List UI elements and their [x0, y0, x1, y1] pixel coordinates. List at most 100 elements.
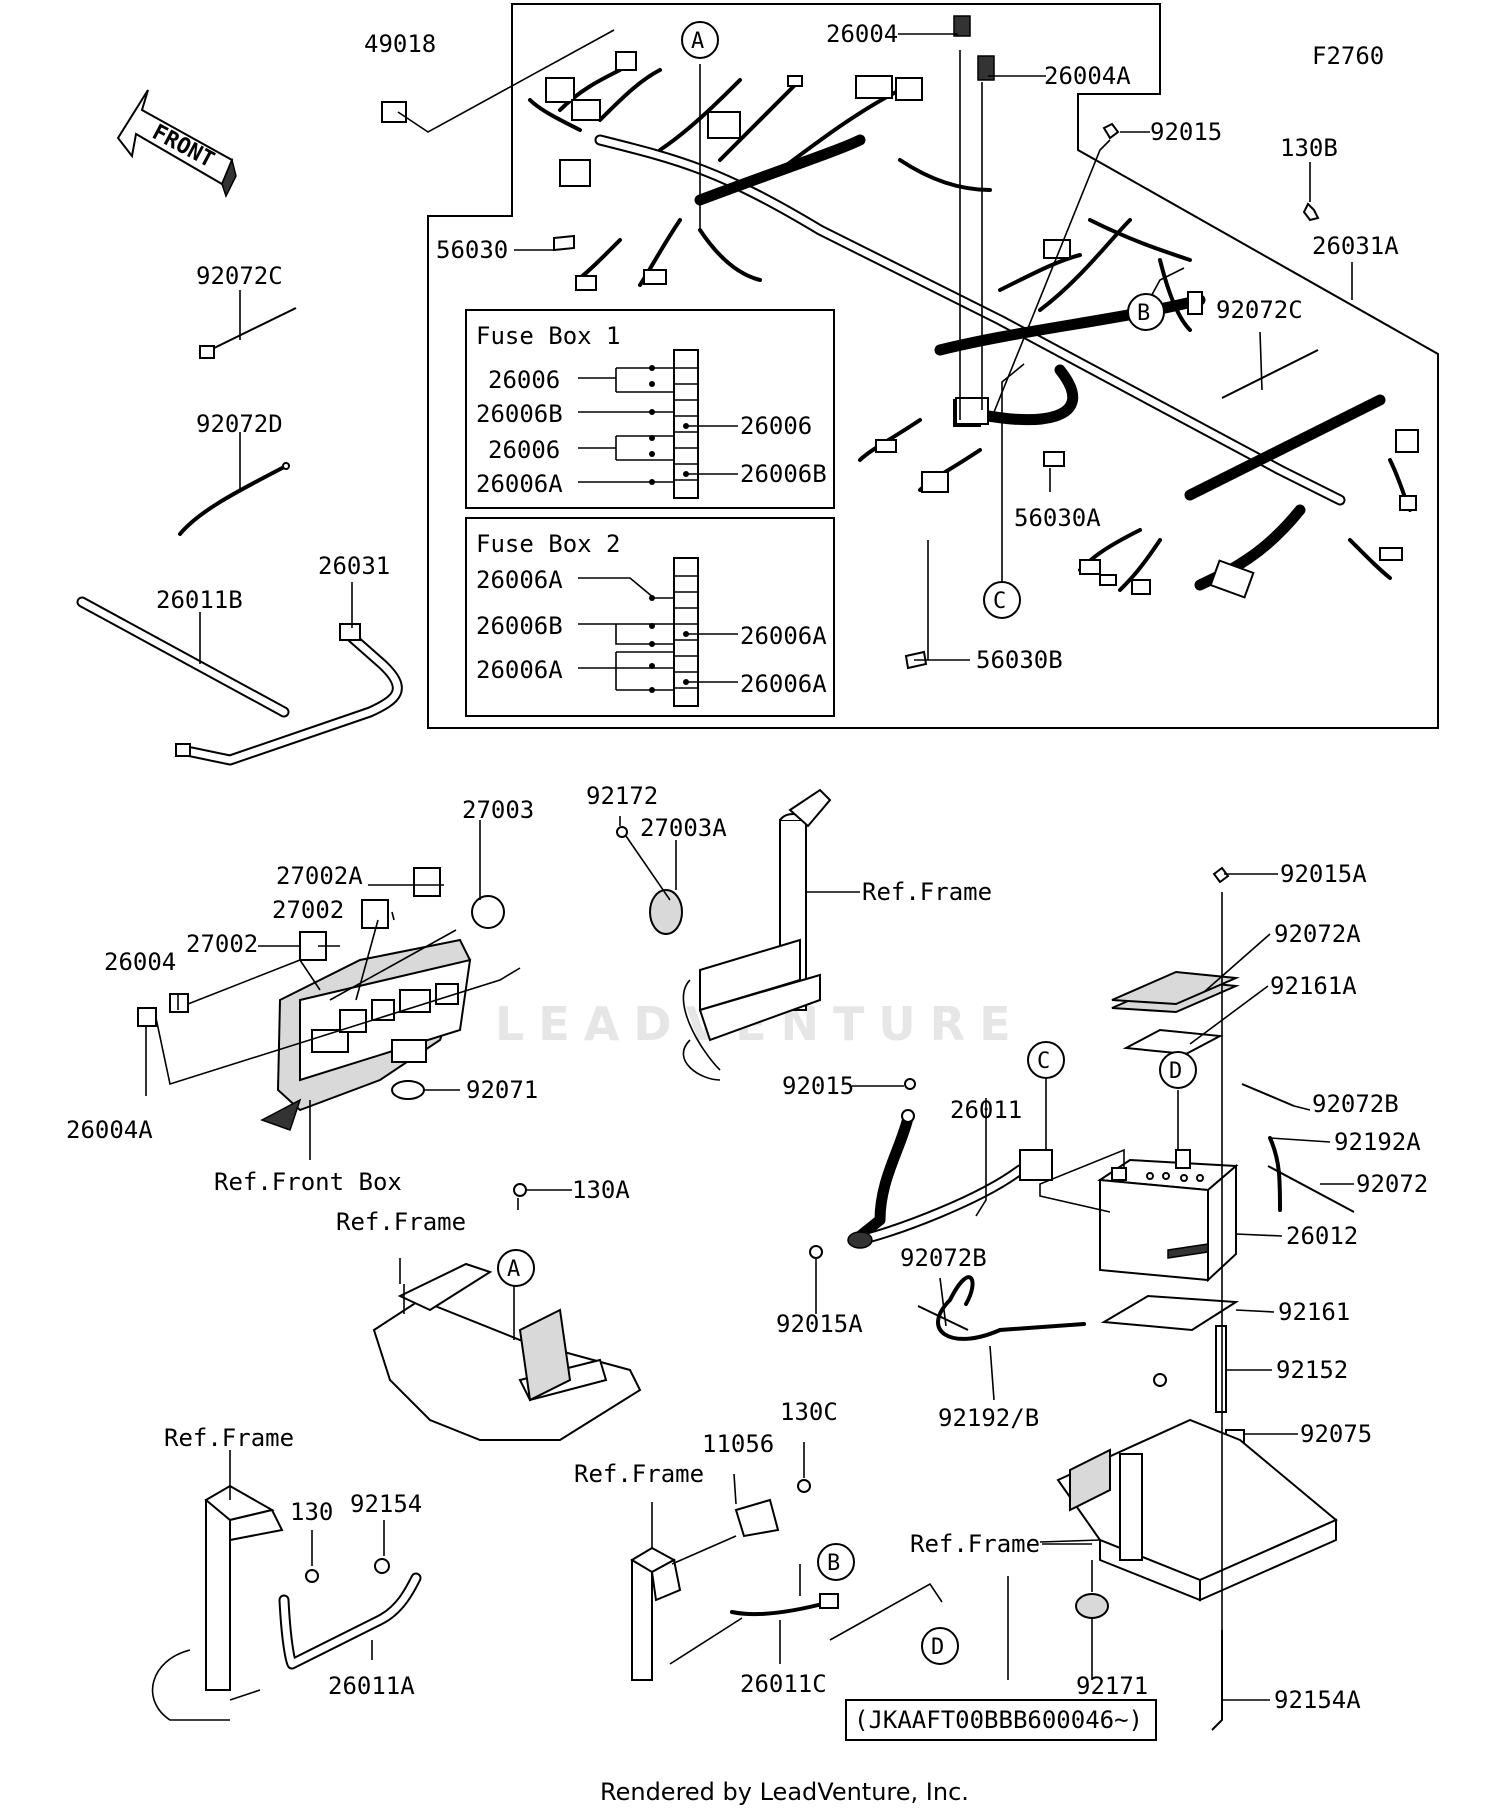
nut-92015-top	[1102, 122, 1120, 140]
cable-92192A	[1268, 1136, 1282, 1212]
rod-92152	[1215, 1325, 1227, 1413]
svg-text:26006: 26006	[488, 366, 560, 394]
serial-note-box	[845, 1699, 1157, 1741]
label-92172: 92172	[586, 782, 658, 810]
label-92072A: 92072A	[1274, 920, 1361, 948]
footer-credit: Rendered by LeadVenture, Inc.	[600, 1778, 969, 1806]
tie-92072C-right	[1221, 349, 1319, 399]
horn-bracket-frame	[682, 788, 832, 1081]
battery-tray	[1056, 1373, 1338, 1602]
label-130B: 130B	[1280, 134, 1338, 162]
label-130A: 130A	[572, 1176, 630, 1204]
label-56030: 56030	[436, 236, 508, 264]
cable-26031	[175, 623, 403, 766]
frame-crossmember	[372, 1262, 642, 1441]
svg-text:26006: 26006	[740, 412, 812, 440]
bolt-130	[305, 1569, 319, 1583]
svg-text:26006B: 26006B	[740, 460, 827, 488]
connector-26004-left	[169, 993, 189, 1013]
main-harness-frame	[427, 3, 1439, 729]
svg-text:C: C	[1037, 1049, 1050, 1074]
front-label: FRONT	[148, 120, 218, 173]
svg-text:26006A: 26006A	[476, 470, 563, 498]
cable-26011A	[278, 1572, 422, 1670]
label-56030A	[1043, 451, 1065, 467]
callout-C-battery: C	[1027, 1041, 1065, 1079]
label-92072C-right: 92072C	[1216, 296, 1303, 324]
svg-text:D: D	[931, 1635, 944, 1660]
bolt-92154A	[1211, 1630, 1223, 1731]
label-92075: 92075	[1300, 1420, 1372, 1448]
label-92171: 92171	[1076, 1672, 1148, 1700]
svg-text:B: B	[827, 1551, 840, 1576]
tie-92072	[1267, 1165, 1355, 1213]
connector-26004-top	[953, 15, 971, 37]
label-92072C-left: 92072C	[196, 262, 283, 290]
tie-92072B-right	[1241, 1083, 1295, 1107]
label-49018: 49018	[364, 30, 436, 58]
label-92072: 92072	[1356, 1170, 1428, 1198]
label-92071: 92071	[466, 1076, 538, 1104]
svg-text:C: C	[993, 589, 1006, 614]
callout-A-frame: A	[497, 1249, 535, 1287]
connector-26004A-top	[977, 55, 995, 81]
callout-B-bottom: B	[817, 1543, 855, 1581]
front-arrow-icon: FRONT	[116, 89, 237, 198]
svg-text:26006B: 26006B	[476, 612, 563, 640]
cable-26011	[847, 1109, 1053, 1249]
label-ref-frame-2: Ref.Frame	[336, 1208, 466, 1236]
connector-49018	[381, 101, 407, 123]
tie-92072B-mid	[917, 1305, 969, 1331]
svg-text:26006A: 26006A	[476, 656, 563, 684]
relay-27002A	[413, 867, 441, 897]
label-26012: 26012	[1286, 1222, 1358, 1250]
label-11056: 11056	[702, 1430, 774, 1458]
label-56030A: 56030A	[1014, 504, 1101, 532]
svg-text:A: A	[507, 1257, 520, 1282]
callout-B-top: B	[1127, 293, 1165, 331]
label-26004-left: 26004	[104, 948, 176, 976]
tie-92072C-left	[199, 307, 297, 359]
callout-A-top: A	[681, 21, 719, 59]
label-26031A: 26031A	[1312, 232, 1399, 260]
label-27002-b: 27002	[186, 930, 258, 958]
clamp-92171	[1075, 1593, 1109, 1619]
pad-92161	[1100, 1294, 1240, 1332]
label-27002-a: 27002	[272, 896, 344, 924]
bolt-92154	[374, 1558, 390, 1574]
svg-text:B: B	[1137, 301, 1150, 326]
relay-27002-b	[361, 899, 389, 929]
label-27003A: 27003A	[640, 814, 727, 842]
bracket-11056	[734, 1498, 780, 1538]
label-92152: 92152	[1276, 1356, 1348, 1384]
label-ref-frame-1: Ref.Frame	[862, 878, 992, 906]
screw-92172	[616, 826, 628, 838]
label-130C: 130C	[780, 1398, 838, 1426]
label-92154A: 92154A	[1274, 1686, 1361, 1714]
label-ref-frame-3: Ref.Frame	[164, 1424, 294, 1452]
fuse-box-1: Fuse Box 1 26006 26006B 26006 26006A 260…	[465, 309, 835, 509]
serial-note: (JKAAFT00BBB600046~)	[854, 1706, 1143, 1734]
svg-text:26006B: 26006B	[476, 400, 563, 428]
bolt-130C	[797, 1479, 811, 1493]
label-92192B: 92192/B	[938, 1404, 1039, 1432]
label-92161: 92161	[1278, 1298, 1350, 1326]
label-56030B: 56030B	[976, 646, 1063, 674]
label-ref-front-box: Ref.Front Box	[214, 1168, 402, 1196]
bolt-130A	[513, 1183, 527, 1197]
svg-text:26006: 26006	[488, 436, 560, 464]
svg-text:26006A: 26006A	[740, 622, 827, 650]
label-56030	[553, 234, 575, 252]
label-26031: 26031	[318, 552, 390, 580]
fuse-box-2-title: Fuse Box 2	[476, 530, 621, 558]
fuse-box-2: Fuse Box 2 26006A 26006B 26006A 26006A 2…	[465, 517, 835, 717]
washer-92015A-mid	[809, 1245, 823, 1259]
label-26004A-top: 26004A	[1044, 62, 1131, 90]
frame-post-middle	[630, 1546, 682, 1681]
label-26004-top: 26004	[826, 20, 898, 48]
tie-92072D	[178, 462, 290, 536]
svg-text:A: A	[691, 29, 704, 54]
label-92192A: 92192A	[1334, 1128, 1421, 1156]
label-92015-mid: 92015	[782, 1072, 854, 1100]
